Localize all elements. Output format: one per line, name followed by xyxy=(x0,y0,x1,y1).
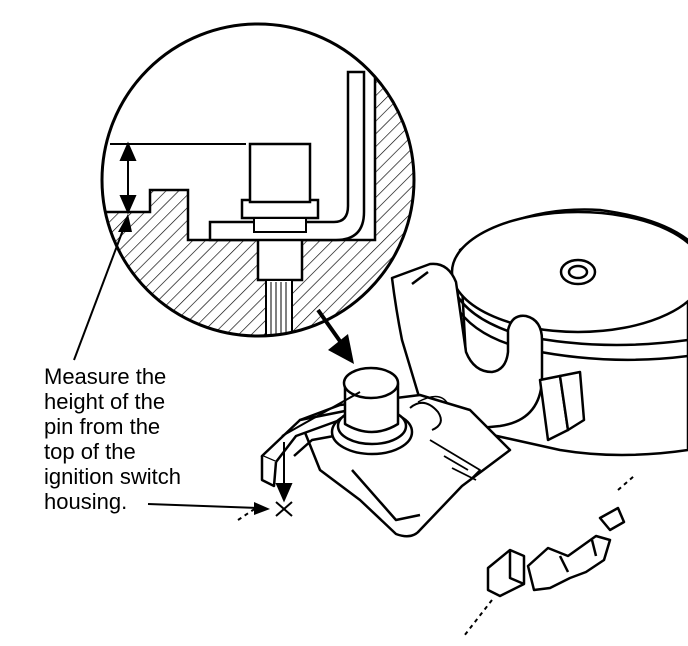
instruction-line-2: height of the xyxy=(44,389,166,414)
magnify-pointer-arrow xyxy=(316,308,354,364)
pin-top xyxy=(342,366,400,400)
magnified-detail xyxy=(102,68,414,336)
steering-column-fragment xyxy=(463,475,635,637)
measurement-instruction: Measure the height of the pin from the t… xyxy=(44,364,224,514)
instruction-line-5: ignition switch xyxy=(44,464,181,489)
retaining-clip xyxy=(409,401,442,431)
pin-reference-line xyxy=(281,391,361,437)
measurement-point-marker xyxy=(237,501,293,521)
pin-head xyxy=(248,142,312,204)
measurement-arrow xyxy=(275,442,293,503)
bracket xyxy=(208,70,366,242)
instruction-line-1: Measure the xyxy=(44,364,167,389)
instruction-line-4: top of the xyxy=(44,439,136,464)
magnifier-circle xyxy=(100,22,416,338)
pin-shaft xyxy=(265,279,293,336)
callout-leader-upper xyxy=(73,214,132,361)
height-dimension-arrow xyxy=(119,141,137,215)
instruction-line-6: housing. xyxy=(44,489,128,514)
instruction-line-3: pin from the xyxy=(44,414,161,439)
callout-leader-lower xyxy=(147,502,270,515)
